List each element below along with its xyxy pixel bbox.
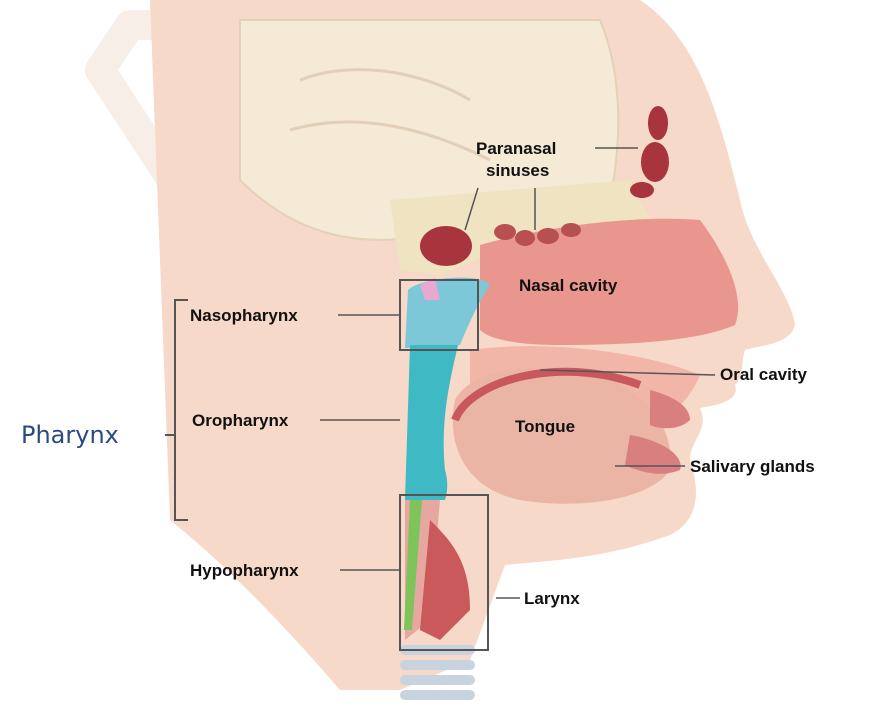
- trachea-ring: [400, 660, 475, 670]
- sinus-shape: [641, 142, 669, 182]
- sinus-shape: [648, 106, 668, 140]
- hypopharynx-label: Hypopharynx: [190, 562, 299, 579]
- salivary-glands-label: Salivary glands: [690, 458, 815, 475]
- tongue-label: Tongue: [515, 418, 575, 435]
- sinus-shape: [515, 230, 535, 246]
- sinus-shape: [494, 224, 516, 240]
- trachea-ring: [400, 690, 475, 700]
- paranasal-sinuses-label-line1: Paranasal: [476, 140, 556, 157]
- nasopharynx-label: Nasopharynx: [190, 307, 298, 324]
- oral-cavity-label: Oral cavity: [720, 366, 807, 383]
- sinus-shape: [630, 182, 654, 198]
- sinus-shape: [420, 226, 472, 266]
- trachea-ring: [400, 675, 475, 685]
- oropharynx-label: Oropharynx: [192, 412, 288, 429]
- sinus-shape: [561, 223, 581, 237]
- larynx-label: Larynx: [524, 590, 580, 607]
- nasal-cavity-label: Nasal cavity: [519, 277, 617, 294]
- paranasal-sinuses-label-line2: sinuses: [486, 162, 549, 179]
- pharynx-group-label: Pharynx: [21, 423, 119, 447]
- sinus-shape: [537, 228, 559, 244]
